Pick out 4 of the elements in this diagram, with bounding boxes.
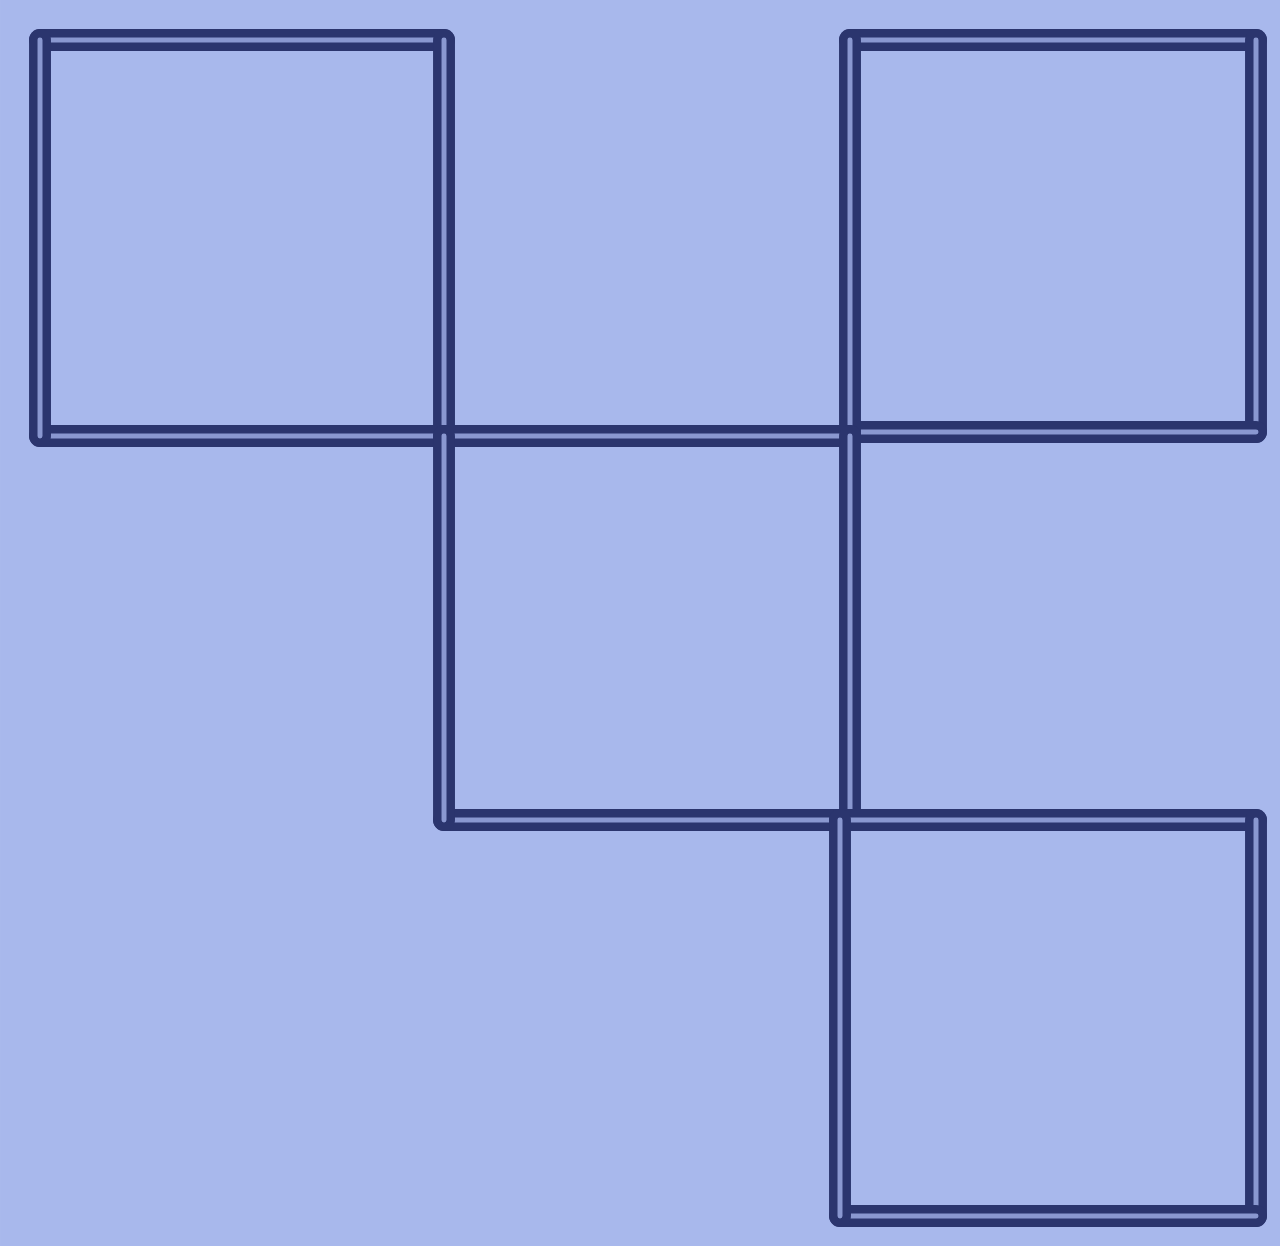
matchstick-square (29, 29, 455, 447)
matchstick-square (829, 809, 1267, 1227)
matchstick-square (433, 425, 861, 831)
matchstick-square (839, 29, 1267, 443)
